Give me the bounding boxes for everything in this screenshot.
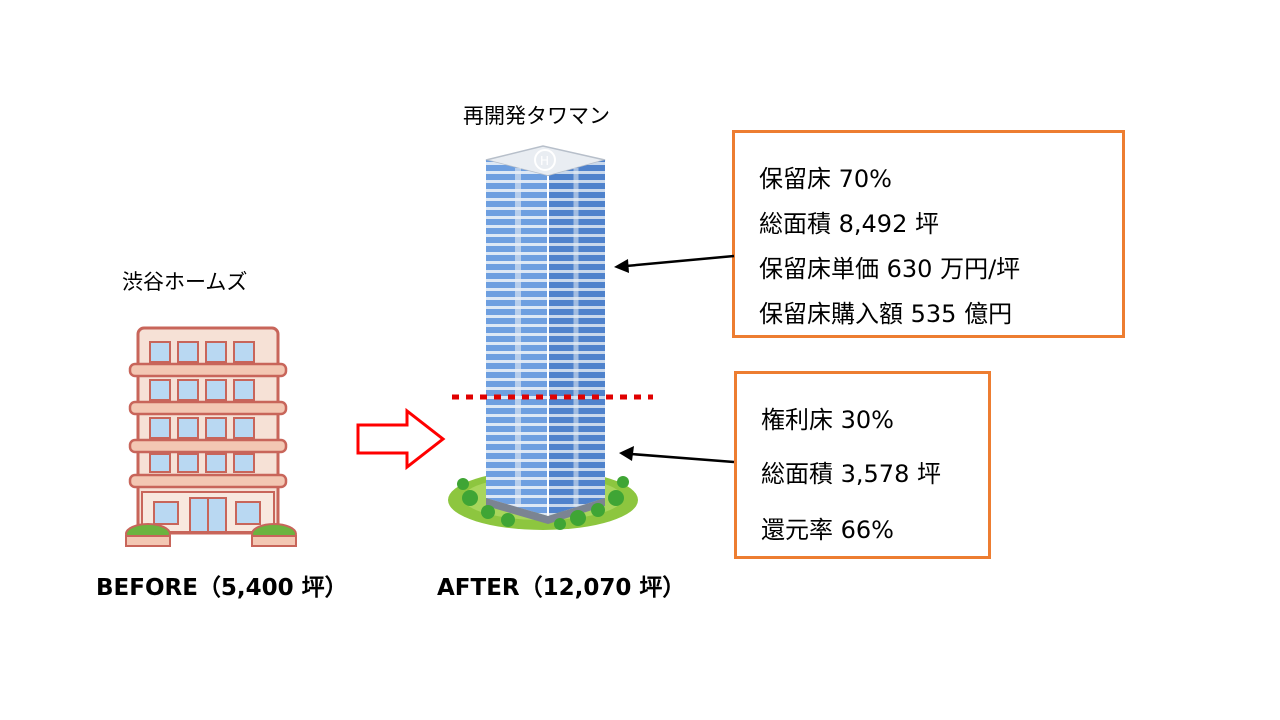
reserved-floor-ratio: 保留床 70% bbox=[759, 165, 892, 193]
floor-divider-line bbox=[452, 394, 653, 400]
before-caption: BEFORE（5,400 坪） bbox=[96, 575, 348, 601]
tower-illustration: H bbox=[448, 145, 638, 530]
after-building-label: 再開発タワマン bbox=[463, 104, 610, 128]
after-caption: AFTER（12,070 坪） bbox=[437, 575, 686, 601]
rights-floor-info-box: 権利床 30% 総面積 3,578 坪 還元率 66% bbox=[734, 371, 991, 559]
transition-arrow bbox=[356, 407, 446, 471]
reserved-floor-area: 総面積 8,492 坪 bbox=[759, 210, 939, 238]
rights-floor-pointer-arrow bbox=[619, 446, 735, 464]
reserved-floor-pointer-arrow bbox=[614, 254, 735, 273]
old-building-illustration bbox=[125, 326, 297, 547]
reserved-floor-info-box: 保留床 70% 総面積 8,492 坪 保留床単価 630 万円/坪 保留床購入… bbox=[732, 130, 1125, 338]
svg-text:H: H bbox=[540, 154, 549, 168]
rights-floor-ratio: 権利床 30% bbox=[761, 406, 894, 434]
reserved-floor-purchase-amount: 保留床購入額 535 億円 bbox=[759, 300, 1013, 328]
reserved-floor-unit-price: 保留床単価 630 万円/坪 bbox=[759, 255, 1021, 283]
rights-floor-area: 総面積 3,578 坪 bbox=[761, 460, 941, 488]
before-building-label: 渋谷ホームズ bbox=[122, 270, 248, 294]
return-rate: 還元率 66% bbox=[761, 516, 894, 544]
